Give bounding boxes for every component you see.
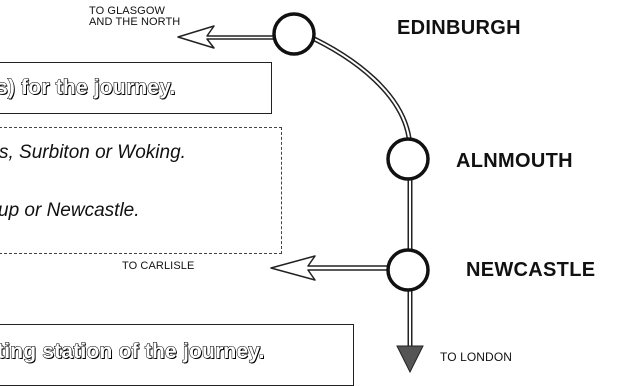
station-marker-newcastle: [386, 248, 430, 292]
top-instruction-text: s) for the journey.: [0, 76, 176, 100]
middle-options-line2: up or Newcastle.: [0, 200, 140, 221]
route-line-edinburgh-alnmouth: [302, 31, 413, 151]
station-marker-alnmouth: [386, 137, 430, 181]
arrow-to-glasgow: [177, 25, 284, 49]
label-to-glasgow-line1: TO GLASGOW: [89, 5, 165, 17]
bottom-instruction-text: ting station of the journey.: [0, 340, 265, 364]
label-to-carlisle: TO CARLISLE: [122, 260, 195, 272]
station-name-alnmouth: ALNMOUTH: [456, 150, 573, 172]
station-name-edinburgh: EDINBURGH: [397, 17, 521, 39]
bottom-instruction-box: [0, 324, 354, 386]
label-to-glasgow-line2: AND THE NORTH: [89, 16, 181, 28]
middle-options-line1: s, Surbiton or Woking.: [0, 142, 186, 163]
label-to-london: TO LONDON: [440, 350, 513, 364]
top-instruction-box: [0, 62, 272, 114]
route-map: [177, 12, 430, 374]
arrow-to-carlisle: [270, 255, 394, 281]
station-name-newcastle: NEWCASTLE: [466, 259, 596, 281]
label-to-glasgow: TO GLASGOW AND THE NORTH: [89, 6, 180, 28]
arrow-to-london: [396, 345, 424, 374]
middle-options-box: [0, 127, 282, 254]
station-marker-edinburgh: [272, 12, 316, 56]
